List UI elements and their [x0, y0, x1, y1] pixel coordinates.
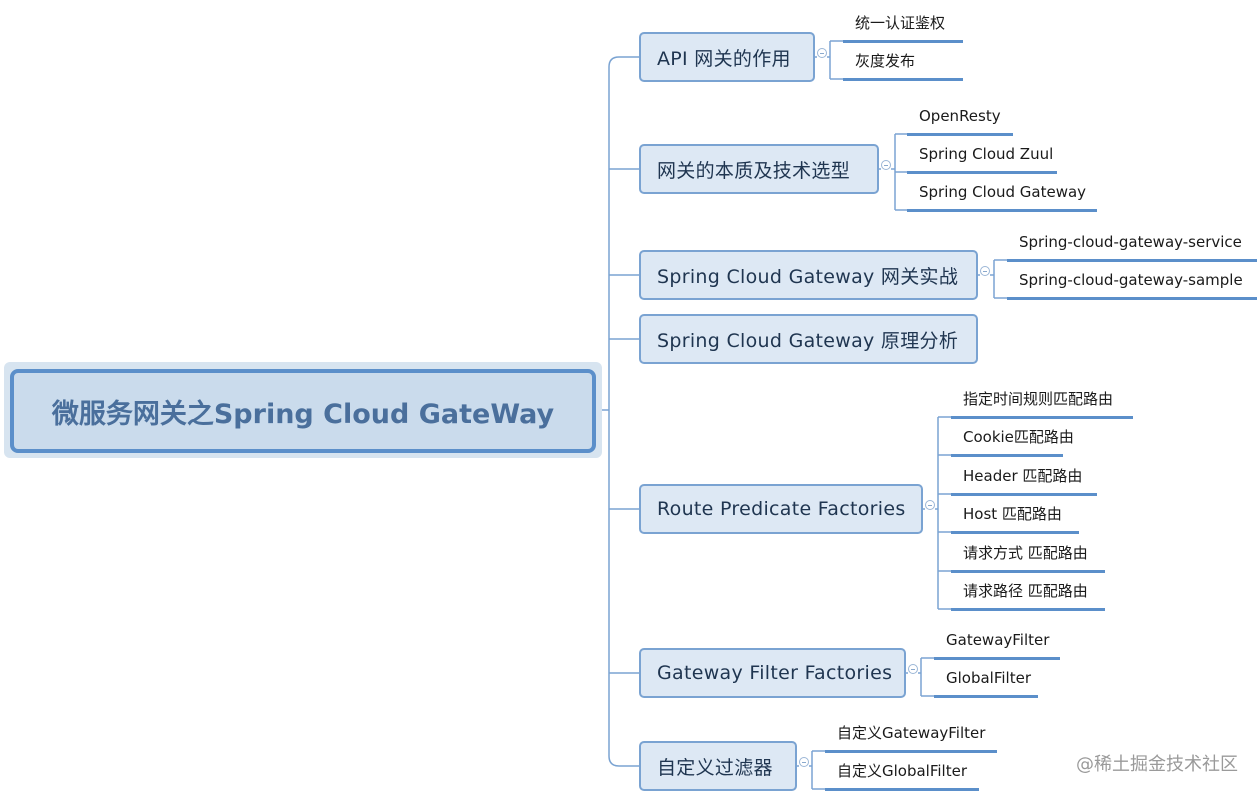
leaf-underline [907, 133, 1013, 136]
branch-node-label: 自定义过滤器 [657, 756, 773, 779]
branch-node[interactable]: Gateway Filter Factories [639, 648, 906, 698]
leaf-underline [1007, 297, 1257, 300]
leaf-node[interactable]: Cookie匹配路由 [963, 428, 1074, 446]
branch-node-label: 网关的本质及技术选型 [657, 159, 851, 182]
leaf-node[interactable]: 统一认证鉴权 [855, 14, 946, 32]
leaf-underline [825, 788, 979, 791]
leaf-node[interactable]: Host 匹配路由 [963, 505, 1062, 523]
branch-node-label: API 网关的作用 [657, 47, 791, 70]
leaf-node[interactable]: Spring-cloud-gateway-service [1019, 233, 1242, 251]
branch-node-label: Gateway Filter Factories [657, 662, 893, 684]
branch-connector [608, 755, 639, 767]
leaf-node[interactable]: GatewayFilter [946, 631, 1050, 649]
leaf-underline [1007, 259, 1257, 262]
branch-node[interactable]: Spring Cloud Gateway 原理分析 [639, 314, 978, 364]
leaf-node[interactable]: 灰度发布 [855, 52, 916, 70]
leaf-underline [907, 171, 1057, 174]
leaf-node[interactable]: Spring Cloud Gateway [919, 183, 1087, 201]
branch-node[interactable]: 网关的本质及技术选型 [639, 144, 879, 194]
collapse-toggle-icon[interactable] [799, 757, 809, 767]
leaf-underline [907, 209, 1097, 212]
collapse-toggle-icon[interactable] [908, 664, 918, 674]
leaf-underline [951, 608, 1105, 611]
leaf-node[interactable]: OpenResty [919, 107, 1001, 125]
leaf-node[interactable]: 自定义GatewayFilter [837, 724, 986, 742]
leaf-underline [843, 40, 963, 43]
leaf-underline [951, 493, 1097, 496]
leaf-underline [951, 416, 1133, 419]
leaf-underline [951, 531, 1079, 534]
branch-connector [608, 56, 639, 68]
leaf-node[interactable]: Spring Cloud Zuul [919, 145, 1054, 163]
branch-node[interactable]: Spring Cloud Gateway 网关实战 [639, 250, 978, 300]
leaf-underline [951, 454, 1063, 457]
watermark: @稀土掘金技术社区 [1076, 754, 1238, 775]
leaf-node[interactable]: GlobalFilter [946, 669, 1031, 687]
leaf-underline [825, 750, 997, 753]
collapse-toggle-icon[interactable] [817, 48, 827, 58]
collapse-toggle-icon[interactable] [980, 266, 990, 276]
leaf-underline [934, 695, 1038, 698]
leaf-node[interactable]: Header 匹配路由 [963, 467, 1083, 485]
leaf-node[interactable]: 请求方式 匹配路由 [963, 544, 1088, 562]
root-node-label: 微服务网关之Spring Cloud GateWay [51, 398, 555, 430]
branch-node[interactable]: Route Predicate Factories [639, 484, 923, 534]
leaf-underline [934, 657, 1060, 660]
collapse-toggle-icon[interactable] [925, 500, 935, 510]
leaf-underline [951, 570, 1105, 573]
branch-node[interactable]: API 网关的作用 [639, 32, 815, 82]
branch-node-label: Spring Cloud Gateway 原理分析 [657, 329, 959, 352]
branch-node[interactable]: 自定义过滤器 [639, 741, 797, 791]
leaf-node[interactable]: Spring-cloud-gateway-sample [1019, 271, 1243, 289]
leaf-underline [843, 78, 963, 81]
branch-node-label: Spring Cloud Gateway 网关实战 [657, 265, 959, 288]
collapse-toggle-icon[interactable] [881, 160, 891, 170]
leaf-node[interactable]: 自定义GlobalFilter [837, 762, 967, 780]
root-node[interactable]: 微服务网关之Spring Cloud GateWay [10, 369, 596, 453]
leaf-node[interactable]: 指定时间规则匹配路由 [963, 390, 1114, 408]
leaf-node[interactable]: 请求路径 匹配路由 [963, 582, 1088, 600]
branch-node-label: Route Predicate Factories [657, 498, 906, 520]
